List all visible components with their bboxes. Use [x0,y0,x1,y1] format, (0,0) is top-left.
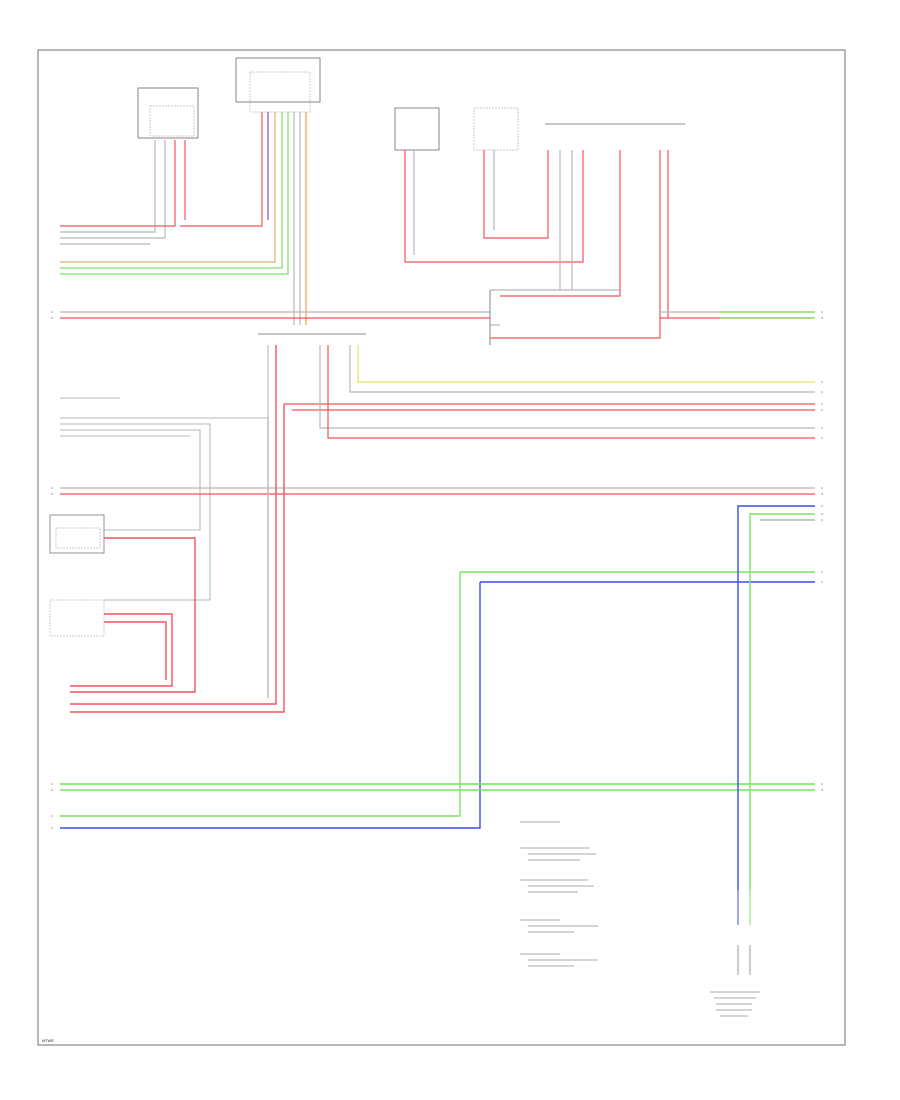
wire-group-top-center [60,112,307,325]
component-left-box-1 [49,514,105,554]
component-left-box-2 [49,599,105,637]
component-sensor-a [394,107,440,151]
component-top-center-module [235,57,321,113]
wire-group-main-bus [60,289,815,345]
component-sensor-b [473,107,519,151]
wire-group-left-gray [60,345,269,601]
wire-group-green-blue [60,505,815,890]
wire-group-mid [60,487,815,495]
wire-group-red-loops [70,345,285,713]
wire-group-top-left [60,140,186,245]
footer-code: WTWR [42,1039,54,1043]
component-top-left-connector [137,87,199,139]
wire-end-markers [51,311,823,829]
diagram-frame [37,49,846,1046]
component-bottom-right-connector [737,890,751,975]
wire-group-sensors [404,150,669,318]
notes-block [520,821,760,1017]
wire-group-right-bundle [284,345,815,439]
